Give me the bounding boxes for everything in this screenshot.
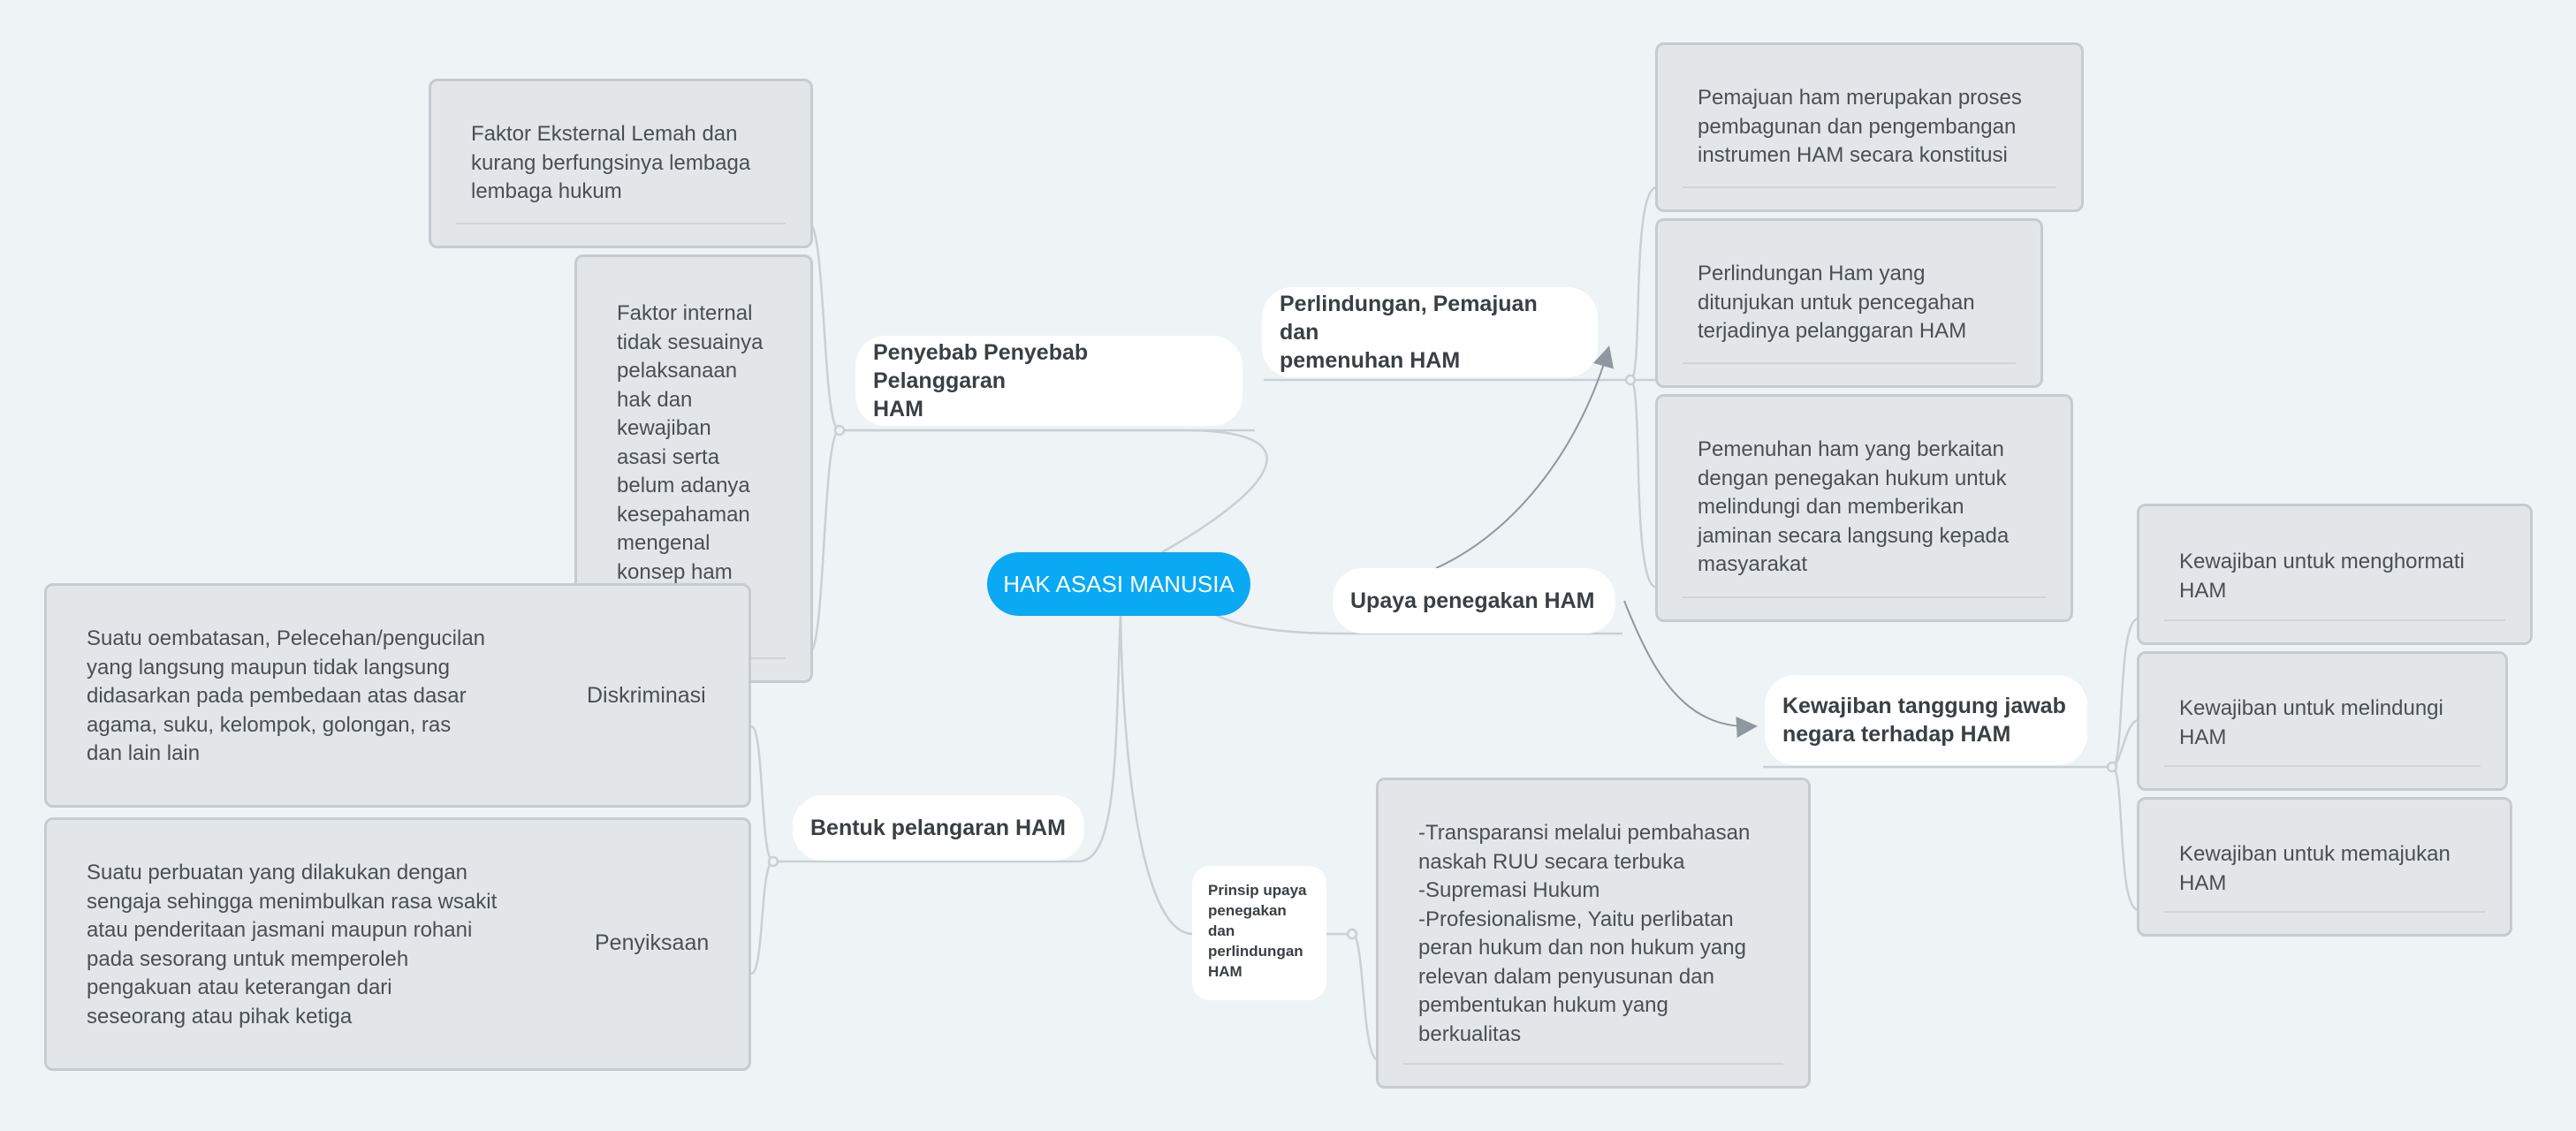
topic-kewajiban-menghormati-text: Kewajiban untuk menghormati HAM xyxy=(2179,550,2465,603)
branch-kewajiban[interactable]: Kewajiban tanggung jawab negara terhadap… xyxy=(1765,675,2087,765)
topic-penyiksaan-detail-text: Suatu perbuatan yang dilakukan dengan se… xyxy=(87,861,498,1029)
branch-upaya[interactable]: Upaya penegakan HAM xyxy=(1333,568,1615,634)
topic-perlindungan-ham[interactable]: Perlindungan Ham yang ditunjukan untuk p… xyxy=(1655,218,2043,388)
topic-faktor-eksternal-text: Faktor Eksternal Lemah dan kurang berfun… xyxy=(471,122,751,203)
underline xyxy=(1683,596,2046,598)
branch-prinsip-label: Prinsip upaya penegakan dan perlindungan… xyxy=(1208,882,1307,980)
topic-pemajuan[interactable]: Pemajuan ham merupakan proses pembagunan… xyxy=(1655,42,2084,212)
branch-perlindungan[interactable]: Perlindungan, Pemajuan dan pemenuhan HAM xyxy=(1262,287,1598,377)
branch-bentuk-label: Bentuk pelangaran HAM xyxy=(810,816,1066,840)
topic-kewajiban-menghormati[interactable]: Kewajiban untuk menghormati HAM xyxy=(2137,504,2533,645)
central-topic[interactable]: HAK ASASI MANUSIA xyxy=(987,552,1250,616)
topic-kewajiban-memajukan[interactable]: Kewajiban untuk memajukan HAM xyxy=(2137,797,2512,937)
branch-prinsip[interactable]: Prinsip upaya penegakan dan perlindungan… xyxy=(1192,866,1326,1000)
topic-kewajiban-melindungi[interactable]: Kewajiban untuk melindungi HAM xyxy=(2137,651,2508,791)
topic-pemenuhan[interactable]: Pemenuhan ham yang berkaitan dengan pene… xyxy=(1655,394,2073,622)
topic-faktor-eksternal[interactable]: Faktor Eksternal Lemah dan kurang berfun… xyxy=(429,79,813,248)
central-topic-label: HAK ASASI MANUSIA xyxy=(1003,570,1235,597)
branch-penyebab-label: Penyebab Penyebab Pelanggaran HAM xyxy=(873,340,1089,421)
topic-kewajiban-melindungi-text: Kewajiban untuk melindungi HAM xyxy=(2179,696,2443,749)
subtopic-diskriminasi[interactable]: Diskriminasi xyxy=(587,683,706,708)
underline xyxy=(2164,765,2481,767)
topic-prinsip-detail-text: -Transparansi melalui pembahasan naskah … xyxy=(1418,821,1751,1046)
branch-bentuk[interactable]: Bentuk pelangaran HAM xyxy=(793,795,1084,861)
topic-perlindungan-ham-text: Perlindungan Ham yang ditunjukan untuk p… xyxy=(1698,262,1975,343)
branch-kewajiban-label: Kewajiban tanggung jawab negara terhadap… xyxy=(1782,694,2066,747)
topic-prinsip-detail[interactable]: -Transparansi melalui pembahasan naskah … xyxy=(1376,778,1811,1089)
subtopic-penyiksaan[interactable]: Penyiksaan xyxy=(595,930,710,955)
topic-penyiksaan-detail[interactable]: Suatu perbuatan yang dilakukan dengan se… xyxy=(44,817,751,1071)
topic-diskriminasi-detail-text: Suatu oembatasan, Pelecehan/pengucilan y… xyxy=(87,626,486,765)
branch-upaya-label: Upaya penegakan HAM xyxy=(1350,588,1595,613)
underline xyxy=(1683,362,2016,364)
underline xyxy=(2164,619,2505,621)
underline xyxy=(1403,1063,1783,1065)
topic-pemenuhan-text: Pemenuhan ham yang berkaitan dengan pene… xyxy=(1698,437,2010,576)
topic-pemajuan-text: Pemajuan ham merupakan proses pembagunan… xyxy=(1698,86,2022,167)
topic-diskriminasi-detail[interactable]: Suatu oembatasan, Pelecehan/pengucilan y… xyxy=(44,583,751,808)
branch-penyebab[interactable]: Penyebab Penyebab Pelanggaran HAM xyxy=(855,336,1242,426)
underline xyxy=(456,223,786,224)
branch-perlindungan-label: Perlindungan, Pemajuan dan pemenuhan HAM xyxy=(1280,292,1538,373)
underline xyxy=(2164,911,2485,913)
topic-kewajiban-memajukan-text: Kewajiban untuk memajukan HAM xyxy=(2179,842,2451,895)
underline xyxy=(1683,186,2056,188)
